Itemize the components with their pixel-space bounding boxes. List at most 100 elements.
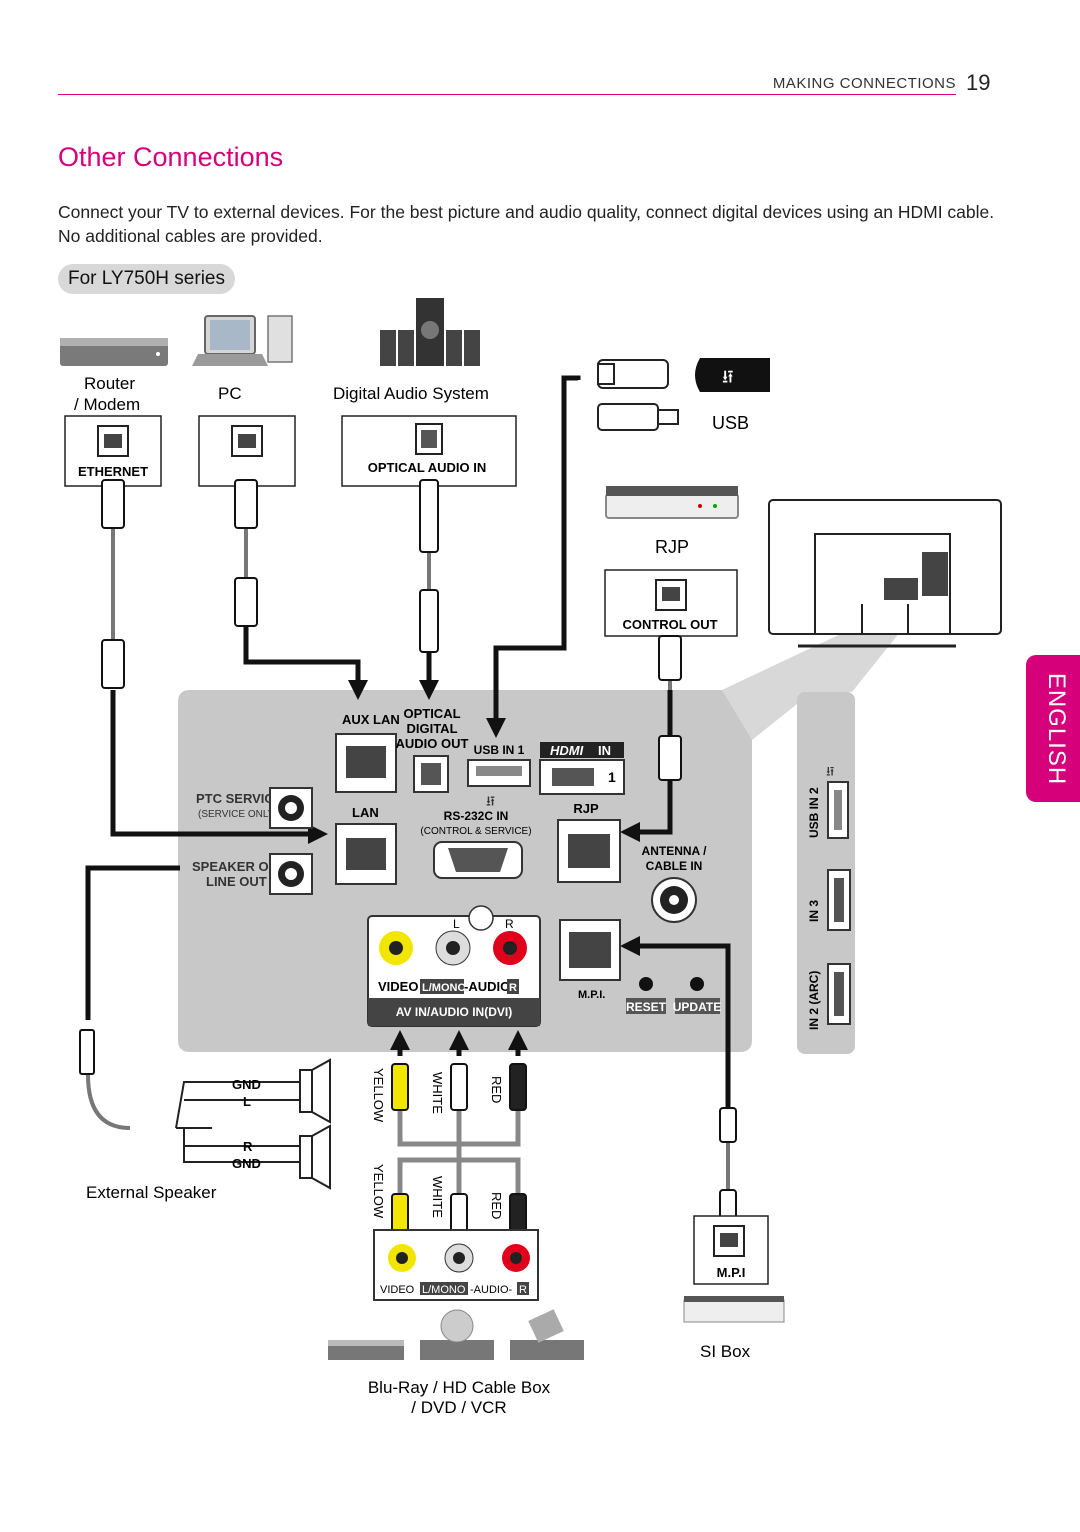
- av-video-label: VIDEO: [378, 979, 418, 994]
- side-hdmi-in-3-port: [827, 869, 851, 931]
- usb-in-1-label: USB IN 1: [474, 743, 525, 757]
- si-box-icon: [683, 1296, 785, 1323]
- router-label: Router: [84, 374, 135, 393]
- svg-text:HDMI: HDMI: [550, 743, 584, 758]
- pc-icon: [192, 315, 293, 366]
- side-hdmi-in-2-port: [827, 963, 851, 1025]
- update-button-label: UPDATE: [673, 1000, 721, 1014]
- svg-text:⭿: ⭿: [722, 367, 734, 387]
- rjp-port-label: RJP: [573, 801, 599, 816]
- speaker-r: R: [243, 1139, 253, 1154]
- optical-label-2: DIGITAL: [406, 721, 457, 736]
- hdmi-in-number: 1: [608, 769, 616, 785]
- router-icon: [60, 338, 168, 366]
- player-video-label: VIDEO: [380, 1284, 415, 1296]
- aux-lan-label: AUX LAN: [342, 712, 400, 727]
- page-title: Other Connections: [58, 142, 284, 172]
- ptc-service-label: PTC SERVICE: [196, 791, 283, 806]
- control-out-label: CONTROL OUT: [622, 617, 717, 632]
- mpi-box-label: M.P.I: [717, 1265, 746, 1280]
- usb-label: USB: [712, 413, 749, 433]
- rs232c-label: RS-232C IN: [444, 809, 509, 823]
- antenna-jack: [651, 877, 697, 923]
- ethernet-port-box: [64, 415, 162, 487]
- reset-button-label: RESET: [626, 1000, 667, 1014]
- rjp-label: RJP: [655, 537, 689, 557]
- cable-yellow-bottom: YELLOW: [371, 1164, 386, 1219]
- side-hdmi-in-3-label: IN 3: [807, 900, 821, 922]
- optical-audio-in-label: OPTICAL AUDIO IN: [368, 460, 486, 475]
- av-audio-label: -AUDIO-: [464, 979, 515, 994]
- player-label-1: Blu-Ray / HD Cable Box: [368, 1378, 551, 1397]
- usb-symbol-icon: ⭿: [486, 793, 495, 809]
- hdmi-in-label: IN: [598, 743, 611, 758]
- control-service-label: (CONTROL & SERVICE): [420, 826, 531, 837]
- pc-port-box: [198, 415, 296, 487]
- page-number: 19: [966, 70, 991, 95]
- si-box-label: SI Box: [700, 1342, 751, 1361]
- av-audio-r-label: R: [509, 982, 517, 994]
- side-usb-symbol-icon: ⭿: [826, 764, 834, 779]
- vcr-icon: [510, 1309, 584, 1360]
- player-r-label: R: [519, 1284, 527, 1296]
- av-l-mono-label: L/MONO: [422, 982, 466, 994]
- speaker-system-icon: [380, 298, 480, 366]
- series-label: For LY750H series: [58, 264, 235, 294]
- bluray-player-icon: [328, 1340, 404, 1360]
- side-usb-in-2-port: [827, 781, 849, 839]
- external-speaker-label: External Speaker: [86, 1183, 217, 1202]
- cable-yellow-top: YELLOW: [371, 1068, 386, 1123]
- optical-label-1: OPTICAL: [403, 706, 460, 721]
- tv-icon: [768, 499, 1002, 648]
- side-hdmi-in-2-label: IN 2 (ARC): [807, 971, 821, 1030]
- hdmi-badge: [540, 742, 624, 758]
- usb-stick-icon: [597, 359, 669, 389]
- section-header: MAKING CONNECTIONS: [772, 75, 956, 92]
- cable-red-top: RED: [489, 1076, 504, 1103]
- modem-label: / Modem: [74, 395, 140, 414]
- lan-label: LAN: [352, 805, 379, 820]
- rs232c-port: [433, 841, 523, 879]
- side-usb-in-2-label: USB IN 2: [807, 787, 821, 838]
- language-tab[interactable]: ENGLISH: [1026, 655, 1080, 802]
- cable-red-bottom: RED: [489, 1192, 504, 1219]
- cable-plugs: [79, 479, 737, 1241]
- line-out-label: LINE OUT: [206, 874, 267, 889]
- antenna-label-2: CABLE IN: [646, 859, 703, 873]
- optical-label-3: AUDIO OUT: [396, 736, 469, 751]
- control-out-port-box: [604, 569, 738, 637]
- speaker-out-label: SPEAKER OUT: [192, 859, 286, 874]
- player-av-out-block: [373, 1229, 539, 1301]
- cable-white-bottom: WHITE: [430, 1176, 445, 1218]
- external-speaker-icon: [175, 1058, 331, 1190]
- player-l-mono-label: L/MONO: [422, 1284, 466, 1296]
- speaker-gnd-bottom: GND: [232, 1156, 261, 1171]
- pc-label: PC: [218, 384, 242, 403]
- ethernet-port-label: ETHERNET: [78, 464, 148, 479]
- player-audio-label: -AUDIO-: [470, 1284, 513, 1296]
- av-r-label: R: [505, 917, 514, 931]
- dvd-player-icon: [420, 1309, 494, 1360]
- cable-white-top: WHITE: [430, 1072, 445, 1114]
- antenna-label-1: ANTENNA /: [642, 844, 708, 858]
- player-label-2: / DVD / VCR: [411, 1398, 506, 1417]
- update-button[interactable]: [675, 998, 720, 1014]
- reset-button[interactable]: [626, 998, 666, 1014]
- audio-system-label: Digital Audio System: [333, 384, 489, 403]
- av-l-label: L: [453, 917, 460, 931]
- mpi-panel-label: M.P.I.: [578, 989, 605, 1001]
- speaker-l: L: [243, 1094, 251, 1109]
- cables: [85, 375, 731, 1108]
- optical-port-box: [341, 415, 517, 487]
- av-in-block: [367, 905, 541, 1027]
- intro-paragraph: Connect your TV to external devices. For…: [58, 202, 995, 246]
- line-out-jack: [269, 853, 313, 895]
- usb-plug-icon: ⭿: [695, 358, 770, 392]
- av-in-label: AV IN/AUDIO IN(DVI): [396, 1005, 512, 1019]
- rca-cables: [397, 1110, 521, 1194]
- service-only-label: (SERVICE ONLY): [198, 809, 278, 820]
- speaker-gnd-top: GND: [232, 1077, 261, 1092]
- ptc-service-jack: [269, 787, 313, 829]
- usb-cable-icon: [597, 403, 679, 431]
